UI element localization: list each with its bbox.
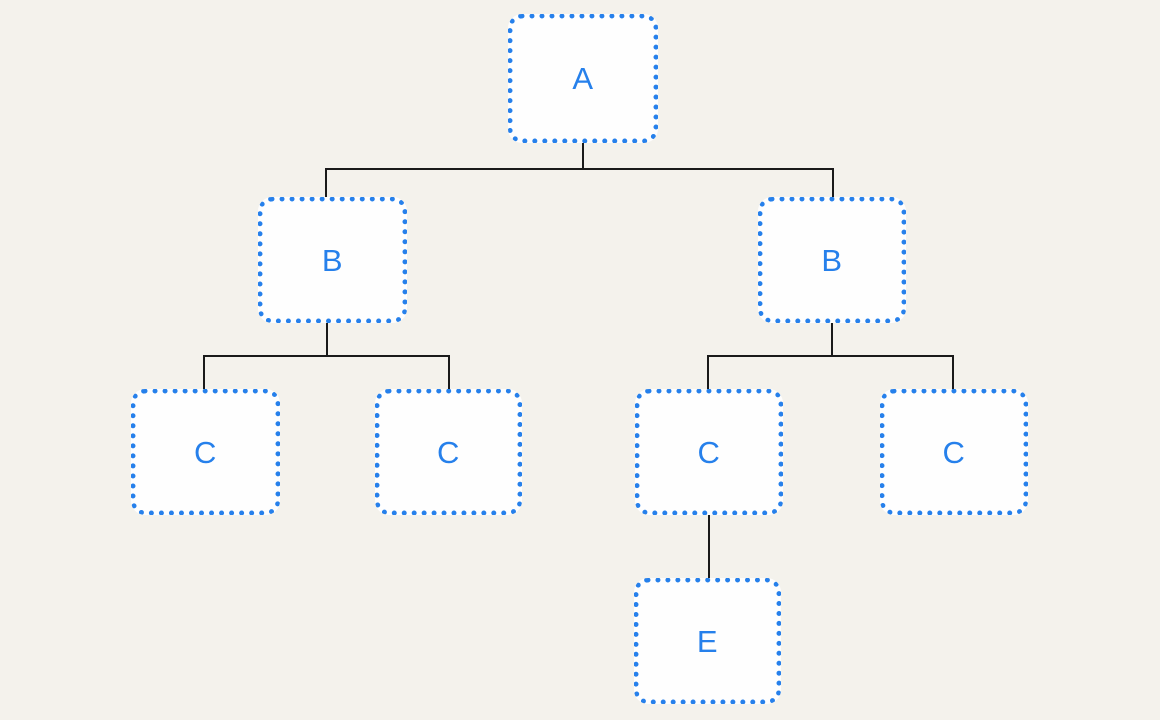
tree-edge-b1-to-c1 [203, 323, 328, 389]
tree-node-label: B [321, 242, 344, 278]
tree-node-label: C [437, 434, 460, 470]
tree-edge-b2-to-c3 [707, 323, 833, 389]
tree-node-label: C [942, 434, 966, 470]
tree-node-c1[interactable]: C [131, 389, 280, 515]
tree-edge-b2-to-c4 [831, 323, 954, 389]
tree-node-label: E [696, 623, 719, 659]
tree-node-label: B [821, 242, 843, 278]
tree-node-a[interactable]: A [508, 14, 658, 143]
tree-node-b1[interactable]: B [258, 197, 407, 323]
tree-edge-b1-to-c2 [326, 323, 450, 389]
tree-node-e1[interactable]: E [634, 578, 781, 704]
tree-node-b2[interactable]: B [758, 197, 906, 323]
tree-node-c4[interactable]: C [880, 389, 1028, 515]
tree-node-label: C [697, 434, 721, 470]
tree-node-c2[interactable]: C [375, 389, 522, 515]
tree-node-c3[interactable]: C [635, 389, 783, 515]
tree-node-label: C [194, 434, 217, 470]
tree-edge-a-to-b2 [582, 143, 834, 197]
tree-edge-a-to-b1 [325, 143, 584, 197]
tree-node-label: A [572, 61, 594, 96]
